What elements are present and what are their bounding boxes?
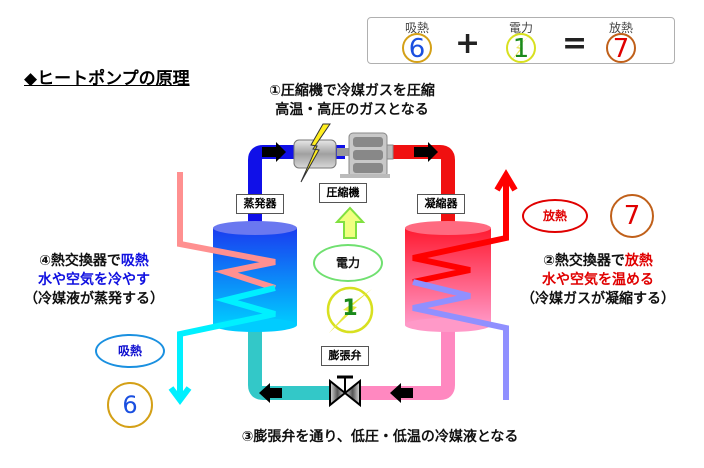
step4-line1: ④熱交換器で吸熱	[39, 253, 149, 269]
pipe-cold-liquid	[248, 330, 330, 400]
equation-release-value: 7	[606, 33, 636, 63]
absorb-value-circle: 6	[107, 382, 153, 428]
condenser-unit	[405, 169, 518, 400]
cold-water-outlet	[177, 285, 276, 400]
compressor-label: 圧縮機	[319, 183, 367, 203]
flow-arrow-icon	[390, 383, 413, 403]
flow-arrow-icon	[414, 142, 438, 162]
evaporator-label: 蒸発器	[236, 194, 284, 214]
warm-water-inlet	[412, 279, 509, 400]
step2-line1: ②熱交換器で放熱	[543, 253, 653, 269]
power-value: 1	[342, 296, 358, 321]
up-arrow-icon	[334, 206, 366, 239]
release-value-circle: 7	[610, 194, 654, 238]
step3-text: ③膨張弁を通り、低圧・低温の冷媒液となる	[241, 429, 519, 445]
evaporator-unit	[168, 172, 297, 405]
absorb-oval: 吸熱	[95, 334, 165, 368]
equation-power-value: 1	[506, 33, 536, 63]
release-oval: 放熱	[522, 199, 588, 233]
lightning-icon	[511, 35, 530, 61]
condenser-label: 凝縮器	[417, 194, 465, 214]
expansion-valve	[329, 375, 361, 408]
page-title: ◆ヒートポンプの原理	[24, 69, 190, 89]
power-value-badge	[326, 286, 374, 334]
equation-absorb-label: 吸熱	[404, 21, 429, 35]
lightning-icon	[300, 123, 331, 183]
pipe-warm-liquid	[360, 330, 455, 400]
equation-release-label: 放熱	[608, 21, 633, 35]
equation-plus: +	[455, 26, 481, 61]
compressor	[293, 123, 394, 183]
step2-line3: （冷媒ガスが凝縮する）	[521, 291, 675, 307]
lightning-icon	[329, 289, 372, 333]
step1-line1: ①圧縮機で冷媒ガスを圧縮	[269, 83, 435, 99]
power-arrow	[334, 206, 366, 239]
expansion-valve-label: 膨張弁	[321, 346, 369, 366]
equation-equals: =	[562, 26, 588, 61]
down-arrow-icon	[168, 386, 192, 405]
step2-line2: 水や空気を温める	[542, 272, 654, 288]
cold-water-inlet	[177, 172, 276, 291]
up-arrow-icon	[494, 169, 518, 192]
equation-power-label: 電力	[508, 21, 533, 35]
flow-arrows	[259, 142, 438, 403]
flow-arrow-icon	[262, 142, 286, 162]
warm-water-outlet	[412, 180, 509, 285]
pipe-hot-gas	[390, 145, 455, 230]
pipe-cold-gas	[248, 145, 300, 230]
power-oval: 電力	[313, 244, 383, 282]
equation-absorb-value: 6	[402, 33, 432, 63]
flow-arrow-icon	[259, 383, 282, 403]
shaft	[337, 148, 349, 156]
step4-line2: 水や空気を冷やす	[38, 272, 150, 288]
step4-line3: （冷媒液が蒸発する）	[24, 291, 164, 307]
step1-line2: 高温・高圧のガスとなる	[275, 102, 429, 118]
